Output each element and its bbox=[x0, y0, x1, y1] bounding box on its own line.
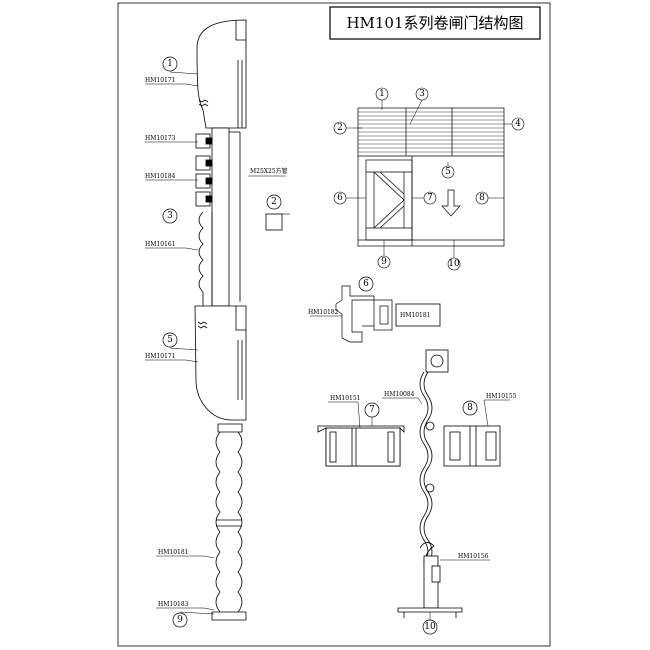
left-leaders bbox=[145, 71, 286, 615]
svg-text:1: 1 bbox=[167, 59, 173, 69]
callout-6: 6 bbox=[358, 276, 374, 292]
svg-text:10: 10 bbox=[448, 259, 460, 269]
svg-text:2: 2 bbox=[337, 123, 343, 133]
callout-3: 3 bbox=[162, 208, 178, 224]
drawing-frame bbox=[117, 2, 551, 647]
drawing-title: HM101系列卷闸门结构图 bbox=[346, 14, 523, 32]
label-hm10182: HM10182 bbox=[308, 309, 339, 316]
svg-text:6: 6 bbox=[363, 279, 369, 289]
door-elevation bbox=[357, 107, 505, 247]
callout-7: 7 bbox=[364, 402, 380, 418]
callout-8: 8 bbox=[462, 400, 478, 416]
label-hm10183: HM10183 bbox=[158, 601, 189, 608]
callout-8-elev: 8 bbox=[475, 191, 489, 205]
detail-7 bbox=[317, 401, 405, 467]
label-tube: M25X25方管 bbox=[250, 167, 288, 175]
callout-4-elev: 4 bbox=[511, 117, 525, 131]
label-hm10161: HM10161 bbox=[145, 241, 175, 248]
svg-text:5: 5 bbox=[445, 167, 451, 177]
svg-text:4: 4 bbox=[515, 119, 521, 129]
svg-text:8: 8 bbox=[479, 193, 485, 203]
detail-6 bbox=[310, 285, 441, 343]
left-section bbox=[194, 19, 247, 621]
svg-text:6: 6 bbox=[337, 193, 343, 203]
callout-2-tube: 2 bbox=[265, 194, 290, 231]
callout-10-elev: 10 bbox=[447, 257, 461, 271]
label-hm10181-left: HM10181 bbox=[158, 549, 188, 556]
svg-text:9: 9 bbox=[381, 257, 387, 267]
label-hm10181-right: HM10181 bbox=[400, 312, 430, 319]
callout-9-bottom: 9 bbox=[172, 612, 188, 628]
label-hm10155: HM10155 bbox=[486, 393, 517, 400]
detail-10 bbox=[382, 349, 490, 620]
label-hm10171-top: HM10171 bbox=[145, 77, 175, 84]
callout-9-elev: 9 bbox=[377, 255, 391, 269]
svg-text:9: 9 bbox=[177, 615, 183, 625]
callout-2-elev: 2 bbox=[333, 121, 347, 135]
title-box bbox=[329, 6, 541, 40]
svg-text:7: 7 bbox=[427, 193, 433, 203]
svg-text:8: 8 bbox=[467, 403, 473, 413]
svg-text:1: 1 bbox=[379, 89, 385, 99]
callout-5-elev: 5 bbox=[441, 165, 455, 179]
label-hm10173: HM10173 bbox=[145, 135, 176, 142]
callout-1-elev: 1 bbox=[375, 87, 389, 101]
callout-5: 5 bbox=[162, 332, 178, 348]
callout-3-elev: 3 bbox=[415, 87, 429, 101]
label-hm10084: HM10084 bbox=[384, 391, 415, 398]
svg-text:7: 7 bbox=[369, 405, 375, 415]
label-hm10171-bottom: HM10171 bbox=[145, 353, 175, 360]
callout-6-elev: 6 bbox=[333, 191, 347, 205]
svg-text:10: 10 bbox=[424, 622, 436, 632]
callout-10: 10 bbox=[422, 619, 438, 635]
detail-8 bbox=[443, 399, 510, 467]
label-hm10151: HM10151 bbox=[330, 395, 360, 402]
callout-7-elev: 7 bbox=[423, 191, 437, 205]
label-hm10184: HM10184 bbox=[145, 173, 176, 180]
svg-text:5: 5 bbox=[167, 335, 173, 345]
svg-text:2: 2 bbox=[271, 197, 277, 207]
svg-text:3: 3 bbox=[419, 89, 425, 99]
callout-1: 1 bbox=[162, 56, 178, 72]
svg-text:3: 3 bbox=[167, 211, 173, 221]
label-hm10156: HM10156 bbox=[458, 553, 489, 560]
